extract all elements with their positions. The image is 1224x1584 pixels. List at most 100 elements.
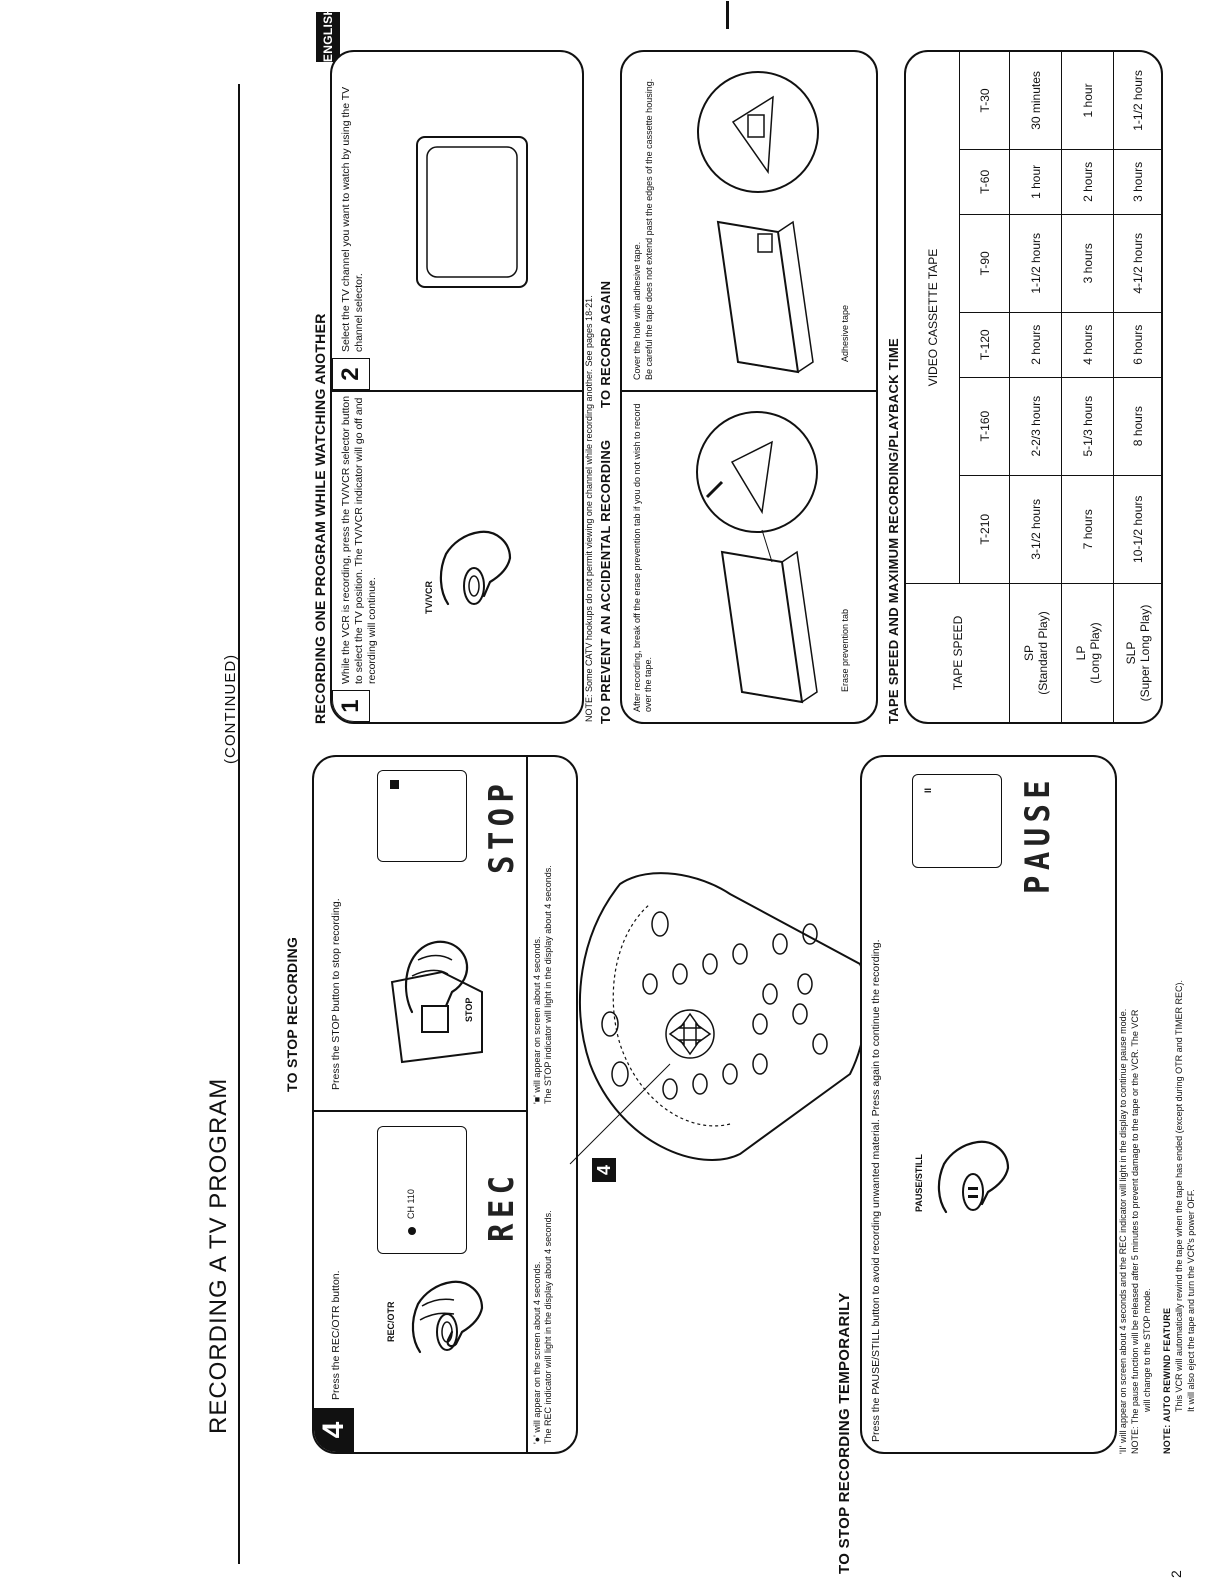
auto-rewind-title: NOTE: AUTO REWIND FEATURE [1162, 1307, 1172, 1454]
value-cell: 2 hours [1061, 149, 1114, 215]
speed-cell: LP(Long Play) [1061, 583, 1114, 723]
col-header: T-210 [959, 475, 1010, 584]
record-again-text-1: Cover the hole with adhesive tape. [632, 241, 642, 380]
rec-dot-icon [408, 1227, 416, 1235]
speed-full: (Standard Play) [1035, 611, 1050, 695]
tape-table-heading: TAPE SPEED AND MAXIMUM RECORDING/PLAYBAC… [886, 337, 901, 724]
prevent-text: After recording, break off the erase pre… [632, 403, 653, 712]
display-rec: REC [482, 1170, 522, 1242]
pause-instruction: Press the PAUSE/STILL button to avoid re… [870, 939, 882, 1442]
rec-note: '●' will appear on the screen about 4 se… [532, 1210, 553, 1444]
pause-note-2: NOTE: The pause function will be release… [1130, 1009, 1140, 1454]
tape-speed-table: TAPE SPEED VIDEO CASSETTE TAPE T-210 T-1… [905, 51, 1163, 723]
step-number-4: 4 [314, 1408, 354, 1452]
tab-box: After recording, break off the erase pre… [620, 50, 878, 724]
display-stop: STOP [482, 778, 522, 874]
tv-screen-pause: II [912, 774, 1002, 868]
value-cell: 1-1/2 hours [1113, 51, 1163, 150]
value-cell: 7 hours [1061, 475, 1114, 584]
hand-press-rec-icon [411, 1280, 484, 1354]
display-pause: PAUSE [1018, 774, 1058, 894]
continued-label: (CONTINUED) [222, 653, 239, 764]
value-cell: 1-1/2 hours [1009, 214, 1062, 313]
cassette-break-tab-illustration [696, 411, 818, 704]
stop-note: '■' will appear on screen about 4 second… [532, 865, 553, 1104]
stop-button-label: STOP [464, 997, 474, 1022]
pause-box: Press the PAUSE/STILL button to avoid re… [860, 755, 1117, 1454]
hand-press-pause-icon [937, 1140, 1010, 1214]
rec-instruction: Press the REC/OTR button. [330, 1270, 342, 1400]
value-cell: 30 minutes [1009, 51, 1062, 150]
col-header: T-90 [959, 214, 1010, 313]
remote-callout-4: 4 [592, 1158, 616, 1182]
value-cell: 3 hours [1113, 149, 1163, 215]
pause-still-label: PAUSE/STILL [914, 1154, 924, 1212]
value-cell: 2-2/3 hours [1009, 377, 1062, 476]
value-cell: 1 hour [1009, 149, 1062, 215]
tv-screen-rec: CH 110 [377, 1126, 467, 1254]
table-row: SLP(Super Long Play) 10-1/2 hours 8 hour… [1113, 51, 1163, 723]
adhesive-tape-label: Adhesive tape [840, 304, 850, 362]
col-header: T-120 [959, 312, 1010, 378]
erase-tab-label: Erase prevention tab [840, 608, 850, 692]
page-title: RECORDING A TV PROGRAM [205, 1077, 232, 1434]
value-cell: 3-1/2 hours [1009, 475, 1062, 584]
step2-text: Select the TV channel you want to watch … [340, 86, 365, 352]
col-header: T-60 [959, 149, 1010, 215]
watching-note: NOTE: Some CATV hookups do not permit vi… [584, 295, 594, 722]
pause-note-3: will change to the STOP mode. [1142, 1288, 1152, 1412]
auto-rewind-line2: It will also eject the tape and turn the… [1186, 1189, 1196, 1412]
pause-heading: TO STOP RECORDING TEMPORARILY [836, 1288, 853, 1578]
stop-square-icon [390, 780, 399, 789]
step-number-2: 2 [332, 358, 370, 390]
speed-code: SP [1021, 645, 1036, 662]
value-cell: 3 hours [1061, 214, 1114, 313]
speed-cell: SLP(Super Long Play) [1113, 583, 1163, 723]
value-cell: 1 hour [1061, 51, 1114, 150]
hand-press-stop-icon [390, 940, 483, 1064]
value-cell: 4-1/2 hours [1113, 214, 1163, 313]
page-number: 2 [1168, 1570, 1184, 1578]
value-cell: 6 hours [1113, 312, 1163, 378]
step4-divider [314, 1110, 526, 1112]
step-number-1: 1 [332, 690, 370, 722]
binding-mark [726, 1, 729, 29]
record-again-text-2: Be careful the tape does not extend past… [644, 78, 654, 380]
col-header: T-160 [959, 377, 1010, 476]
table-row: LP(Long Play) 7 hours 5-1/3 hours 4 hour… [1061, 51, 1114, 723]
value-cell: 2 hours [1009, 312, 1062, 378]
auto-rewind-line1: This VCR will automatically rewind the t… [1174, 979, 1184, 1412]
rec-otr-label: REC/OTR [386, 1301, 396, 1343]
language-badge: ENGLISH [316, 7, 340, 62]
step4-box: 4 Press the REC/OTR button. REC/OTR CH 1… [284, 755, 578, 1454]
tab-divider [622, 390, 876, 392]
speed-cell: SP(Standard Play) [1009, 583, 1062, 723]
watching-divider [332, 390, 582, 392]
group-header: VIDEO CASSETTE TAPE [905, 51, 960, 584]
tape-table-box: TAPE SPEED VIDEO CASSETTE TAPE T-210 T-1… [904, 50, 1163, 724]
tv-set-icon [416, 136, 528, 288]
pause-note-1: 'II' will appear on screen about 4 secon… [1118, 1008, 1128, 1454]
speed-code: LP [1073, 645, 1088, 661]
step4-note-rule [526, 757, 528, 1452]
value-cell: 8 hours [1113, 377, 1163, 476]
tv-screen-stop [377, 770, 467, 862]
value-cell: 5-1/3 hours [1061, 377, 1114, 476]
speed-code: SLP [1124, 641, 1138, 665]
table-row: SP(Standard Play) 3-1/2 hours 2-2/3 hour… [1009, 51, 1062, 723]
pause-symbol: II [923, 787, 933, 793]
cassette-adhesive-tape-illustration [697, 71, 819, 374]
stop-instruction: Press the STOP button to stop recording. [330, 898, 342, 1090]
title-rule [238, 84, 240, 1564]
value-cell: 10-1/2 hours [1113, 475, 1163, 584]
record-again-heading: TO RECORD AGAIN [598, 280, 613, 408]
prevent-heading: TO PREVENT AN ACCIDENTAL RECORDING [598, 439, 613, 724]
watching-heading: RECORDING ONE PROGRAM WHILE WATCHING ANO… [312, 313, 328, 724]
corner-header: TAPE SPEED [905, 583, 1010, 723]
watching-box: 1 While the VCR is recording, press the … [330, 50, 584, 724]
remote-control-illustration [569, 872, 868, 1165]
speed-full: (Super Long Play) [1138, 604, 1152, 702]
hand-press-tvvcr-icon [439, 530, 512, 606]
